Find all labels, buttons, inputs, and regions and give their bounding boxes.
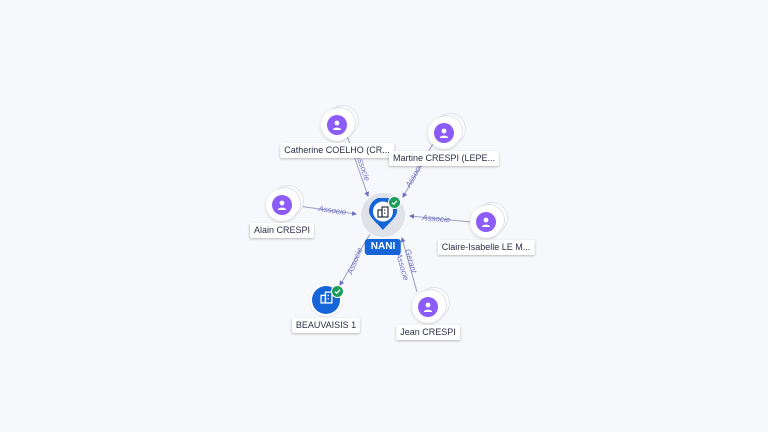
person-icon — [434, 123, 454, 143]
node-label: Jean CRESPI — [396, 325, 460, 340]
avatar — [321, 109, 353, 141]
building-icon — [377, 205, 389, 223]
avatar — [428, 117, 460, 149]
edge-jean — [400, 237, 418, 293]
person-icon — [418, 297, 438, 317]
edge-catherine — [344, 129, 370, 197]
verified-check-icon — [388, 196, 401, 209]
person-icon — [327, 115, 347, 135]
node-label: BEAUVAISIS 1 — [291, 318, 361, 333]
avatar — [470, 206, 502, 238]
person-icon — [272, 195, 292, 215]
node-label: Martine CRESPI (LEPE... — [388, 151, 500, 166]
edge-label-alain: Associe — [317, 204, 348, 217]
node-label: Catherine COELHO (CR... — [280, 143, 394, 158]
edge-alain — [297, 205, 357, 216]
edge-martine — [402, 139, 436, 198]
avatar — [266, 189, 298, 221]
center-label: NANI — [364, 239, 402, 255]
avatar — [412, 291, 444, 323]
node-label: Claire-Isabelle LE M... — [437, 240, 535, 255]
building-icon — [319, 291, 333, 309]
node-label: Alain CRESPI — [249, 223, 315, 238]
edge-label-claire: Associe — [421, 213, 451, 225]
edge-claire — [409, 213, 472, 223]
person-icon — [476, 212, 496, 232]
edge-label-beauvaisis: Associe — [345, 246, 364, 277]
verified-check-icon — [331, 285, 344, 298]
